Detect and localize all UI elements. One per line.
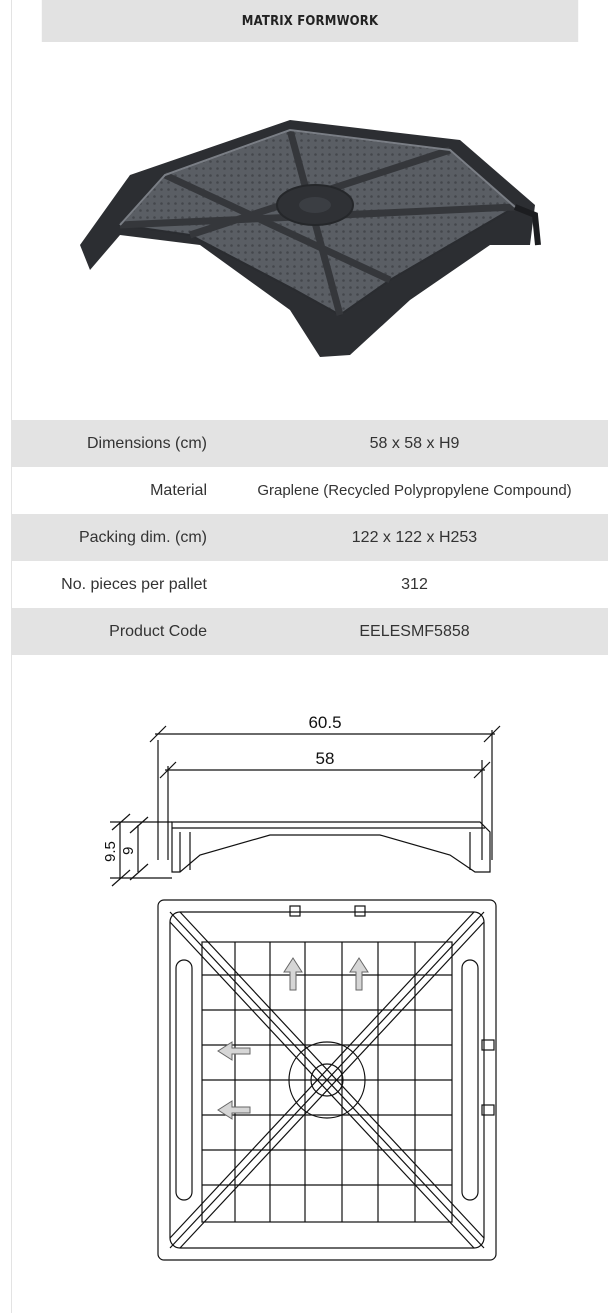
dim-outer-width-label: 60.5: [308, 713, 341, 732]
spec-row-pieces: No. pieces per pallet 312: [12, 561, 608, 608]
dim-inner-height-label: 9: [120, 847, 137, 855]
spec-row-packing: Packing dim. (cm) 122 x 122 x H253: [12, 514, 608, 561]
spec-value: 312: [401, 575, 428, 593]
spec-row-dimensions: Dimensions (cm) 58 x 58 x H9: [12, 420, 608, 467]
technical-drawing: 60.5 58 9.5 9: [102, 713, 501, 1261]
spec-value: EELESMF5858: [221, 608, 608, 655]
product-image: [80, 120, 541, 357]
spec-value: 58 x 58 x H9: [221, 420, 608, 467]
spec-row-material: Material Graplene (Recycled Polypropylen…: [12, 467, 608, 514]
page-frame: [11, 0, 608, 1313]
spec-label: Product Code: [12, 608, 221, 655]
spec-value: 122 x 122 x H253: [221, 514, 608, 561]
dim-inner-width-label: 58: [316, 749, 335, 768]
spec-row-code: Product Code EELESMF5858: [12, 608, 608, 655]
spec-label: No. pieces per pallet: [61, 575, 207, 593]
dim-outer-height-label: 9.5: [102, 841, 119, 862]
spec-label: Material: [150, 481, 207, 499]
specs-table: Dimensions (cm) 58 x 58 x H9 Material Gr…: [12, 420, 608, 655]
spec-label: Dimensions (cm): [12, 420, 221, 467]
page-title: MATRIX FORMWORK: [41, 0, 579, 42]
spec-label: Packing dim. (cm): [12, 514, 221, 561]
spec-value: Graplene (Recycled Polypropylene Compoun…: [257, 482, 572, 499]
